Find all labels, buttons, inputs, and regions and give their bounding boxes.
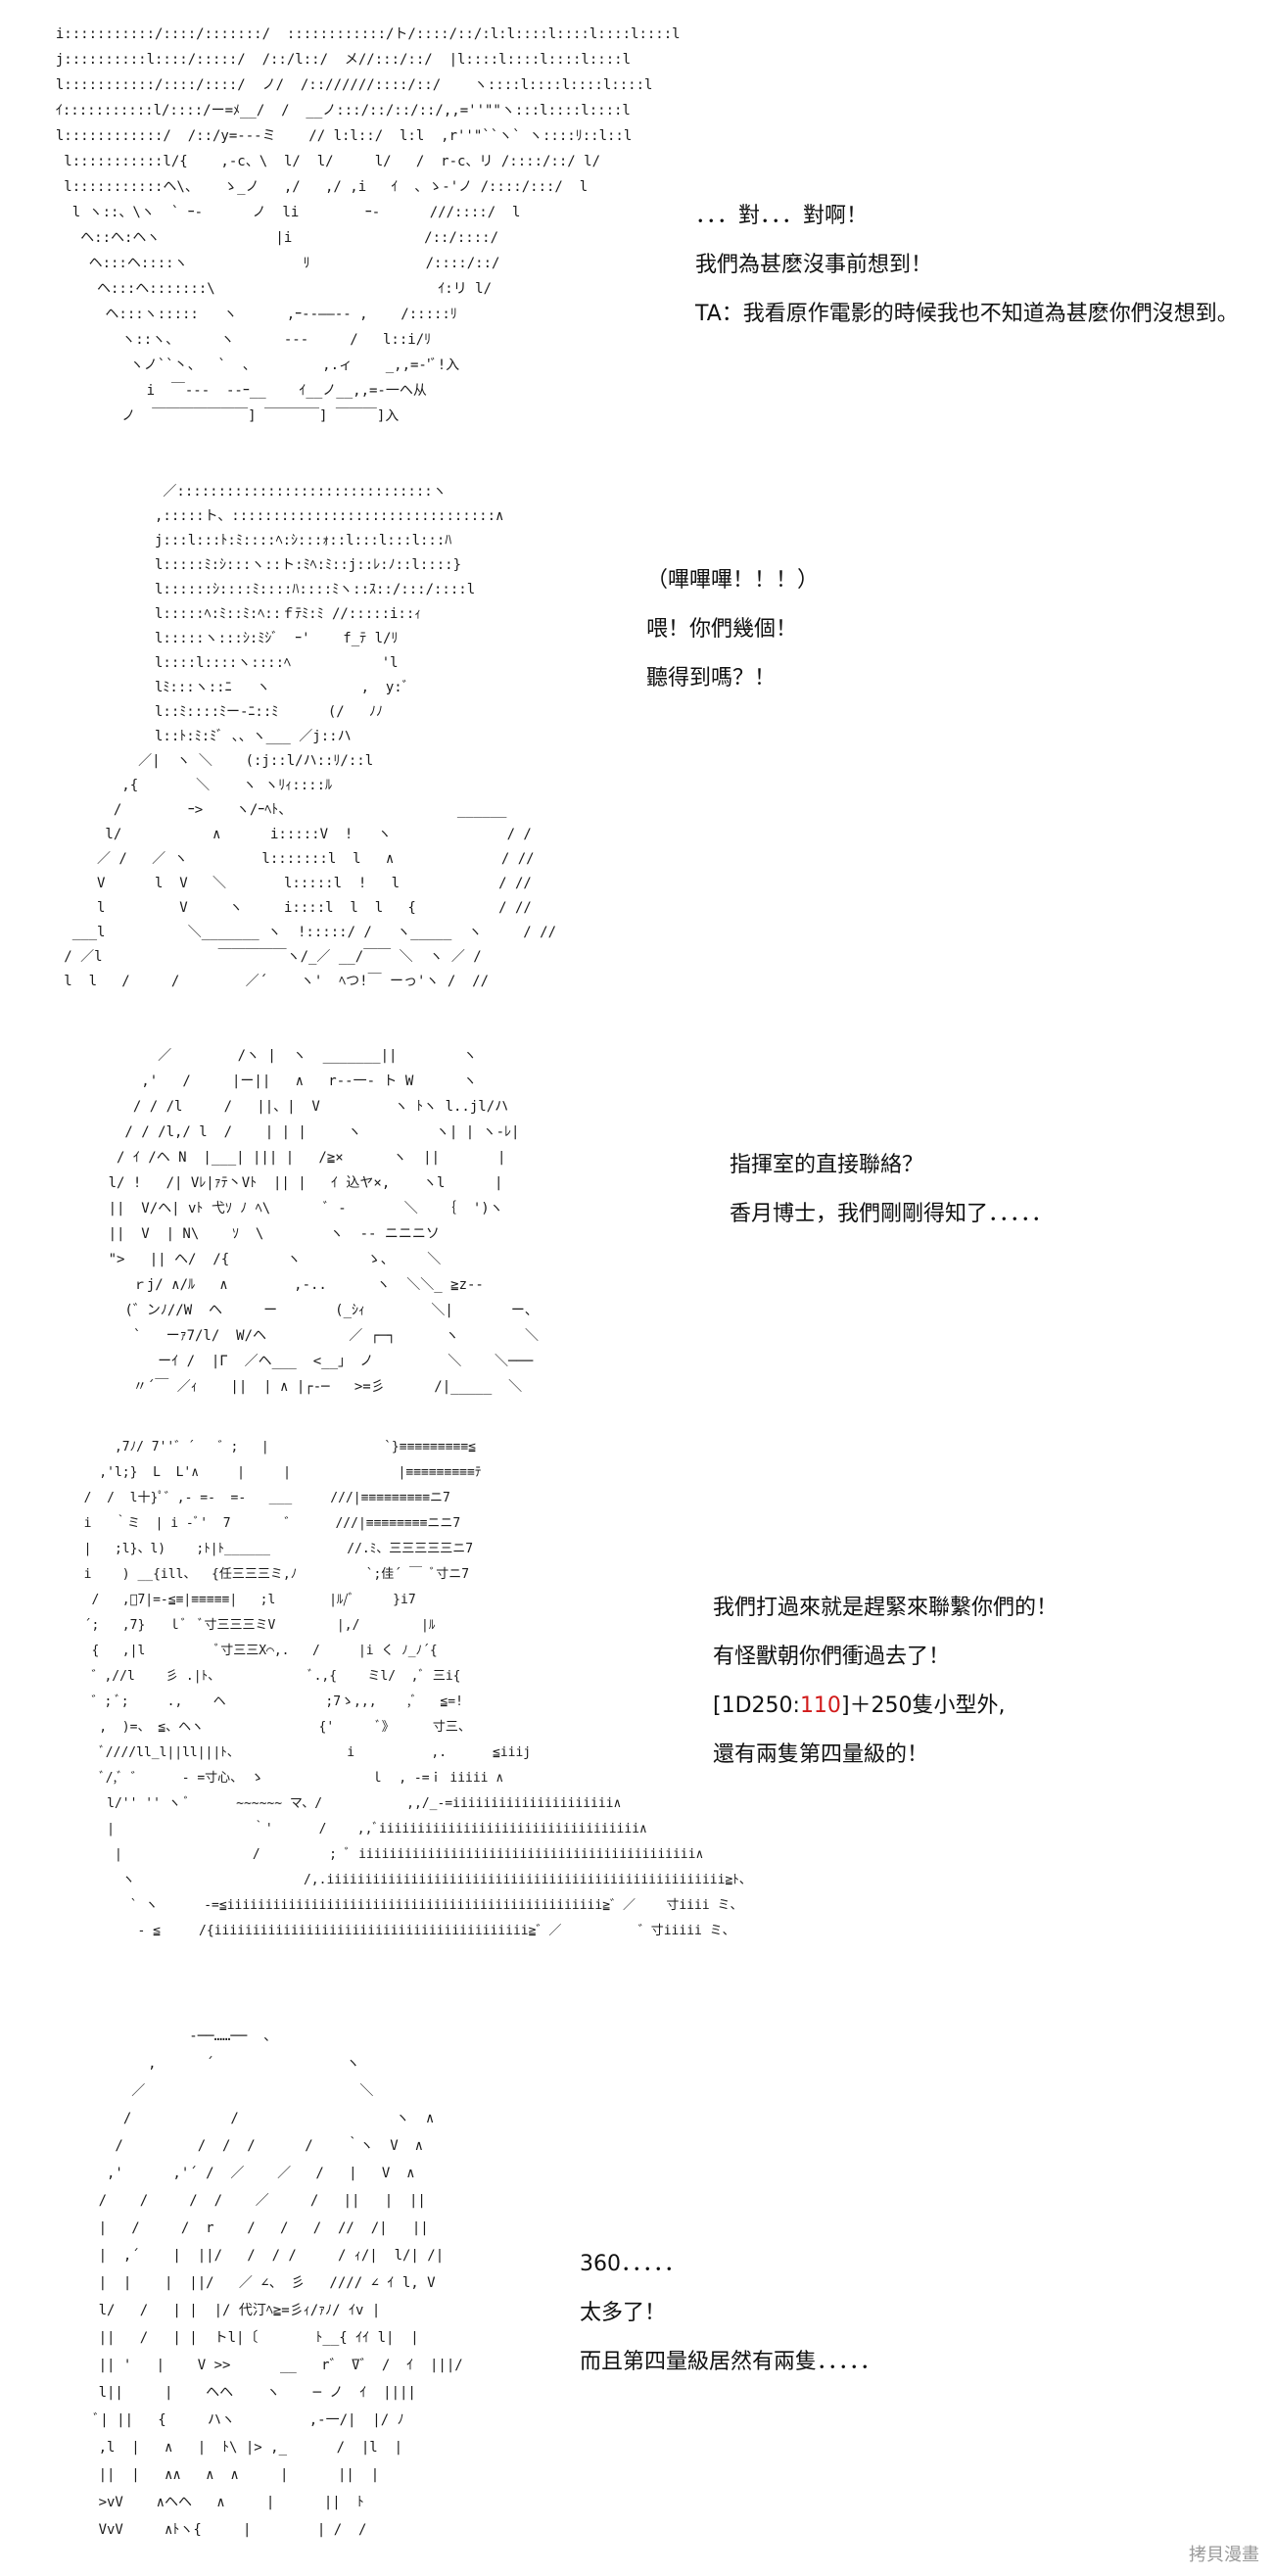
panel-3: ／ /ヽ | ヽ _______|| ヽ ,' / |ー|| ∧ r‐‐一- ト… [0,1033,1273,1425]
dialogue-line: ．．．對．．．對啊！ [695,204,869,228]
dialogue-line: 指揮室的直接聯絡？ [730,1153,924,1177]
dialogue-panel-3: 指揮室的直接聯絡？ 香月博士，我們剛剛得知了．．．．． [730,1149,1053,1247]
dialogue-line: 喂！你們幾個！ [646,617,798,642]
dialogue-line-roll: [1D250:110]＋250隻小型外, [713,1690,1058,1723]
ascii-art-panel-2: ／:::::::::::::::::::::::::::::::ヽ ,:::::… [64,484,557,989]
panel-1: i:::::::::::/::::/:::::::/ ::::::::::::/… [0,0,1273,460]
ascii-art-panel-1: i:::::::::::/::::/:::::::/ ::::::::::::/… [55,26,681,424]
panel-4: ,7ﾉ/ 7''゛´ ゛; | `}≡≡≡≡≡≡≡≡≡≦ ,'l;} L L'∧… [0,1425,1273,2003]
dialogue-line: （嗶嗶嗶！！！） [646,568,820,593]
dialogue-panel-4: 我們打過來就是趕緊來聯繫你們的！ 有怪獸朝你們衝過去了！ [1D250:110]… [713,1592,1058,1788]
panel-2: ／:::::::::::::::::::::::::::::::ヽ ,:::::… [0,470,1273,1019]
ascii-art-panel-3: ／ /ヽ | ヽ _______|| ヽ ,' / |ー|| ∧ r‐‐一- ト… [108,1048,540,1395]
roll-prefix: [1D250: [713,1693,800,1718]
watermark-text: 拷貝漫畫 [1189,2545,1259,2565]
dialogue-panel-1: ．．．對．．．對啊！ 我們為甚麽沒事前想到！ TA：我看原作電影的時候我也不知道… [695,200,1239,347]
panel-5: ‐──……── 、 , ´ ヽ ／ ＼ / / ヽ ∧ / / / / / ｀ヽ… [0,2013,1273,2576]
dialogue-line: 360．．．．． [580,2252,685,2276]
ascii-art-panel-4: ,7ﾉ/ 7''゛´ ゛; | `}≡≡≡≡≡≡≡≡≡≦ ,'l;} L L'∧… [83,1440,752,1938]
dialogue-line: 太多了！ [580,2301,667,2325]
ascii-art-panel-5: ‐──……── 、 , ´ ヽ ／ ＼ / / ヽ ∧ / / / / / ｀ヽ… [90,2028,463,2538]
roll-suffix: ]＋250隻小型外, [840,1693,1006,1718]
dialogue-line: 我們打過來就是趕緊來聯繫你們的！ [713,1596,1059,1620]
dialogue-line: 有怪獸朝你們衝過去了！ [713,1645,951,1669]
dialogue-line: 而且第四量級居然有兩隻．．．．． [580,2350,882,2374]
dialogue-panel-5: 360．．．．． 太多了！ 而且第四量級居然有兩隻．．．．． [580,2248,881,2395]
dialogue-line: 香月博士，我們剛剛得知了．．．．． [730,1202,1054,1226]
dialogue-line: 聽得到嗎？！ [646,666,777,691]
dialogue-line: 我們為甚麽沒事前想到！ [695,253,933,277]
dialogue-panel-2: （嗶嗶嗶！！！） 喂！你們幾個！ 聽得到嗎？！ [646,564,819,711]
roll-result-value: 110 [799,1693,841,1718]
dialogue-line: TA：我看原作電影的時候我也不知道為甚麽你們沒想到。 [695,302,1239,326]
dialogue-line: 還有兩隻第四量級的！ [713,1742,929,1767]
